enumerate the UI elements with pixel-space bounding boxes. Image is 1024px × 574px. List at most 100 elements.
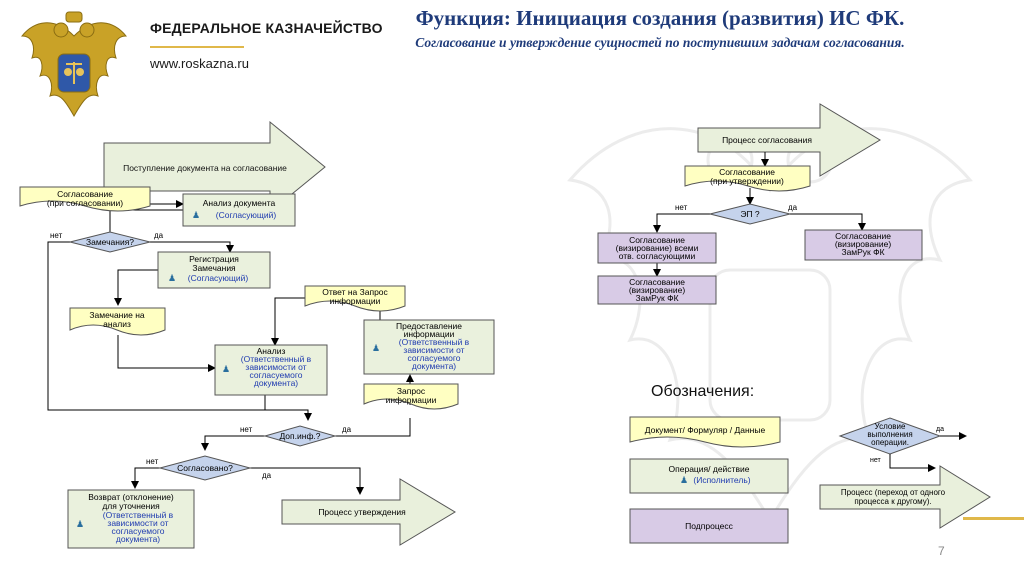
doc-line-1: Согласование — [719, 167, 775, 177]
op-label-2: для уточнения — [102, 501, 160, 511]
subprocess-line-3: ЗамРук ФК — [635, 293, 678, 303]
subprocess-shape — [597, 275, 717, 305]
op-performer-2: зависимости от — [403, 345, 464, 355]
process-arrow-label: Поступление документа на согласование — [123, 163, 287, 173]
performer-icon: ♟ — [372, 343, 380, 353]
doc-remark-for-analysis: Замечание на анализ — [69, 307, 166, 336]
performer-icon: ♟ — [76, 519, 84, 529]
process-arrow-shape — [697, 103, 881, 177]
performer-icon: ♟ — [168, 273, 176, 283]
performer-icon: ♟ — [192, 210, 200, 220]
legend-title: Обозначения: — [651, 383, 755, 400]
subprocess-line-3: ЗамРук ФК — [841, 247, 884, 257]
legend-decision-line-2: выполнения — [867, 430, 912, 439]
connector-lines-right — [653, 152, 866, 277]
slide-subtitle: Согласование и утверждение сущностей по … — [415, 35, 905, 50]
doc-line-1: Замечание на — [89, 310, 145, 320]
process-arrow-approval: Процесс утверждения — [281, 478, 456, 546]
op-performer-2: зависимости от — [107, 518, 168, 528]
op-label-1: Возврат (отклонение) — [88, 492, 174, 502]
doc-line-1: Запрос — [397, 386, 426, 396]
legend-no-label: нет — [870, 457, 882, 464]
legend-performer-label: (Исполнитель) — [693, 475, 750, 485]
decision-shape — [709, 203, 791, 225]
legend-operation-label: Операция/ действие — [669, 464, 750, 474]
document-shape — [304, 285, 406, 312]
decision-label: Доп.инф.? — [279, 431, 320, 441]
op-document-analysis: Анализ документа ♟ (Согласующий) — [182, 193, 296, 227]
op-performer-3: согласуемого — [249, 370, 302, 380]
legend-process-arrow: Процесс (переход от одного процесса к др… — [819, 465, 991, 529]
document-shape — [363, 383, 459, 410]
process-arrow-agreement: Процесс согласования — [697, 103, 881, 177]
legend-process-line-2: процесса к другому). — [854, 497, 931, 506]
decision-no-label: нет — [146, 457, 159, 466]
subprocess-deputy-head-left: Согласование (визирование) ЗамРук ФК — [597, 275, 717, 305]
process-arrow-label: Процесс утверждения — [318, 507, 406, 517]
org-name: ФЕДЕРАЛЬНОЕ КАЗНАЧЕЙСТВО — [150, 20, 383, 36]
subprocess-deputy-head-right: Согласование (визирование) ЗамРук ФК — [804, 229, 923, 261]
op-label-2: Замечания — [192, 263, 236, 273]
process-arrow-shape — [819, 465, 991, 529]
doc-agreement-on-approval: Согласование (при согласовании) — [19, 186, 151, 212]
operation-shape — [157, 251, 271, 289]
website-link[interactable]: www.roskazna.ru — [150, 56, 249, 71]
accent-divider — [150, 46, 244, 48]
slide-number: 7 — [938, 544, 945, 558]
legend-yes-label: да — [936, 426, 944, 433]
op-performer-1: (Ответственный в — [103, 510, 174, 520]
op-analysis-responsible: Анализ ♟ (Ответственный в зависимости от… — [214, 344, 328, 396]
legend-document: Документ/ Формуляр / Данные — [629, 416, 781, 448]
operation-shape — [67, 489, 195, 549]
decision-label: Согласовано? — [177, 463, 233, 473]
decision-digital-signature: ЭП ? нет да — [675, 203, 798, 225]
legend-document-label: Документ/ Формуляр / Данные — [645, 425, 766, 435]
legend-decision: Условие выполнения операции. да нет — [838, 417, 967, 472]
emblem-logo — [20, 11, 128, 118]
doc-line-2: анализ — [103, 319, 131, 329]
subprocess-shape — [804, 229, 923, 261]
decision-no-label: нет — [675, 203, 688, 212]
op-label-1: Регистрация — [189, 254, 239, 264]
document-shape — [629, 416, 781, 448]
op-label: Анализ документа — [203, 198, 276, 208]
subprocess-line-1: Согласование — [629, 235, 685, 245]
doc-agreement-on-approval-right: Согласование (при утверждении) — [684, 165, 811, 192]
op-performer-4: документа) — [412, 361, 456, 371]
op-label: Анализ — [257, 346, 286, 356]
decision-label: ЭП ? — [740, 209, 760, 219]
operation-shape — [214, 344, 328, 396]
op-performer-4: документа) — [254, 378, 298, 388]
decision-yes-label: да — [154, 231, 164, 240]
process-arrow-label: Процесс согласования — [722, 135, 812, 145]
subprocess-line-2: (визирование) — [835, 239, 892, 249]
operation-shape — [629, 458, 789, 494]
subprocess-line-1: Согласование — [835, 231, 891, 241]
legend-operation: Операция/ действие ♟ (Исполнитель) — [629, 458, 789, 494]
document-shape — [69, 307, 166, 336]
subprocess-shape — [597, 232, 717, 264]
operation-shape — [363, 319, 495, 375]
subprocess-line-2: (визирование) — [629, 285, 686, 295]
operation-shape — [182, 193, 296, 227]
decision-shape — [158, 455, 252, 481]
decision-remarks: Замечания? нет да — [50, 231, 164, 253]
process-arrow-shape — [281, 478, 456, 546]
doc-line-2: (при утверждении) — [710, 176, 784, 186]
doc-info-request: Запрос информации — [363, 383, 459, 410]
op-performer-3: согласуемого — [111, 526, 164, 536]
decision-yes-label: да — [342, 425, 352, 434]
doc-line-2: информации — [330, 296, 381, 306]
op-performer-3: согласуемого — [407, 353, 460, 363]
decision-shape — [263, 425, 337, 447]
decision-agreed: Согласовано? нет да — [146, 455, 272, 481]
op-register-remarks: Регистрация Замечания ♟ (Согласующий) — [157, 251, 271, 289]
accent-bar — [963, 517, 1024, 520]
decision-no-label: нет — [240, 425, 253, 434]
performer-icon: ♟ — [680, 475, 688, 485]
document-shape — [19, 186, 151, 212]
op-performer: (Согласующий) — [188, 273, 249, 283]
op-performer-4: документа) — [116, 534, 160, 544]
op-label-1: Предоставление — [396, 321, 462, 331]
decision-additional-info: Доп.инф.? нет да — [240, 425, 352, 447]
